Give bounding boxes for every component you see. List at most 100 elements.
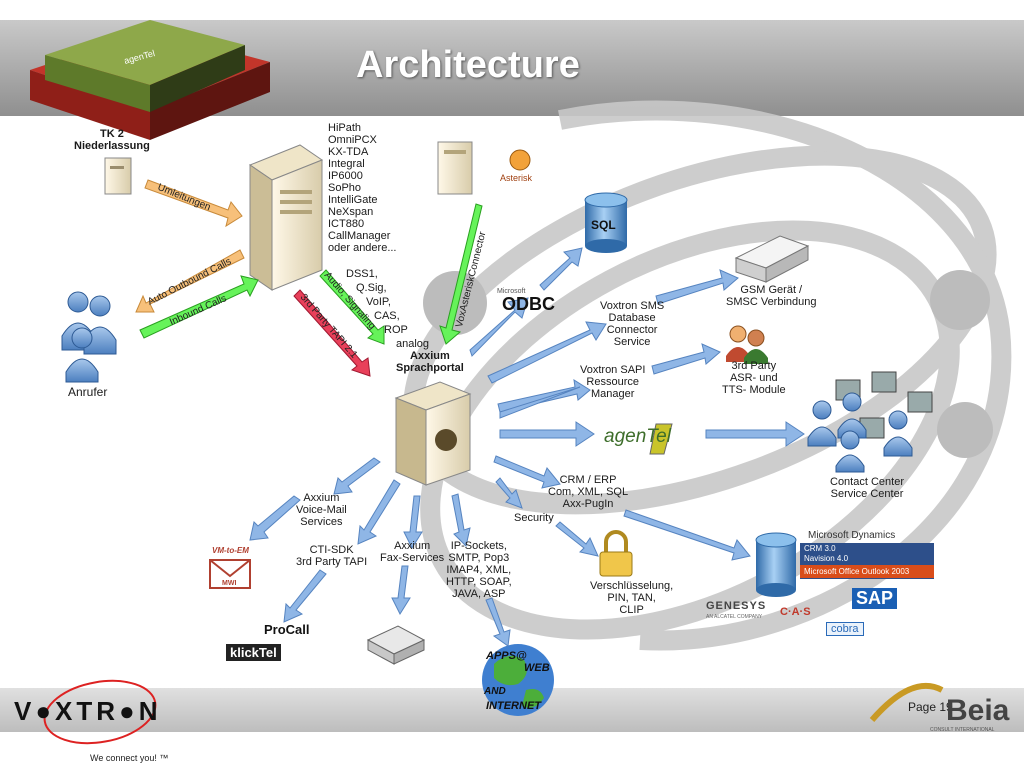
encryption-label-line: PIN, TAN, bbox=[607, 592, 656, 604]
beia-subtitle: CONSULT INTERNATIONAL bbox=[930, 727, 995, 733]
pbx-item: KX-TDA bbox=[328, 146, 369, 158]
pbx-item: CallManager bbox=[328, 230, 391, 242]
protocol-item: DSS1, bbox=[346, 268, 378, 280]
fax-label-line: Fax-Services bbox=[380, 552, 445, 564]
caller-label: Anrufer bbox=[68, 385, 108, 399]
odbc-logo: ODBC bbox=[502, 294, 555, 314]
sql-database-icon bbox=[584, 192, 628, 253]
audio-signaling-arrow bbox=[319, 269, 385, 345]
pbx-server-tower bbox=[248, 144, 324, 291]
asr-label-line: ASR- und bbox=[729, 372, 778, 384]
portal-label: Axxium Sprachportal bbox=[396, 350, 464, 374]
asr-label-line: 3rd Party bbox=[731, 360, 777, 372]
genesys-logo-text: GENESYS bbox=[706, 600, 767, 612]
encryption-label-line: CLIP bbox=[619, 604, 644, 616]
cas-logo-text: C·A·S bbox=[780, 606, 811, 618]
protocol-item: ROP bbox=[384, 324, 408, 336]
klicktel-logo: klickTel bbox=[226, 644, 281, 661]
pbx-item: oder andere... bbox=[328, 242, 397, 254]
apps-web-text: INTERNET bbox=[486, 700, 541, 712]
sms-label-line: Database bbox=[608, 312, 656, 324]
central-voxtron-server bbox=[394, 381, 472, 486]
sms-label-line: Voxtron SMS bbox=[600, 300, 665, 312]
ip-label-line: IP-Sockets, bbox=[450, 540, 507, 552]
sap-logo: SAP bbox=[852, 588, 898, 609]
cobra-logo: cobra bbox=[826, 622, 864, 636]
inbound-calls-arrow bbox=[139, 275, 259, 339]
tk2-label-line: TK 2 bbox=[99, 128, 124, 140]
page-number: Page 19 bbox=[908, 700, 953, 714]
asterisk-connector-arrow bbox=[439, 203, 483, 345]
gsm-label: GSM Gerät / SMSC Verbindung bbox=[726, 284, 817, 308]
asr-people-icon bbox=[726, 325, 768, 364]
agentel-logo-text: agenTel bbox=[604, 426, 671, 447]
crm-label-line: Com, XML, SQL bbox=[548, 486, 629, 498]
ip-label-line: IMAP4, XML, bbox=[446, 564, 512, 576]
tk2-server-icon bbox=[104, 157, 132, 195]
mwi-label: MWI bbox=[222, 580, 237, 587]
crm-label: CRM / ERP Com, XML, SQL Axx-PugIn bbox=[548, 474, 628, 510]
caller-group-icon bbox=[61, 291, 117, 383]
vm-to-em-label: VM-to-EM bbox=[212, 546, 249, 555]
auto-outbound-arrow bbox=[135, 249, 245, 313]
fax-services-label: Axxium Fax-Services bbox=[380, 540, 444, 564]
contact-label-line: Service Center bbox=[830, 488, 904, 500]
genesys-subtitle: AN ALCATEL COMPANY bbox=[706, 614, 763, 620]
crm-database-icon bbox=[755, 532, 797, 597]
sapi-label-line: Ressource bbox=[586, 376, 639, 388]
pbx-item: IP6000 bbox=[328, 170, 363, 182]
pbx-item: HiPath bbox=[328, 122, 362, 134]
ip-label-line: HTTP, SOAP, bbox=[446, 576, 512, 588]
sapi-label: Voxtron SAPI Ressource Manager bbox=[580, 364, 645, 400]
padlock-icon bbox=[599, 530, 633, 577]
tk2-label-line: Niederlassung bbox=[74, 140, 150, 152]
sms-label-line: Service bbox=[613, 336, 651, 348]
encryption-label-line: Verschlüsselung, bbox=[590, 580, 674, 592]
voxtron-logo-ring bbox=[43, 679, 157, 745]
sapi-label-line: Voxtron SAPI bbox=[580, 364, 646, 376]
voicemail-envelope-icon bbox=[209, 559, 251, 589]
voicemail-label-line: Axxium bbox=[303, 492, 340, 504]
gsm-label-line: GSM Gerät / bbox=[740, 284, 803, 296]
gsm-label-line: SMSC Verbindung bbox=[726, 296, 817, 308]
portal-label-line: Axxium bbox=[410, 350, 450, 362]
voicemail-label: Axxium Voice-Mail Services bbox=[296, 492, 347, 528]
ms-dynamics-item: CRM 3.0 bbox=[804, 544, 836, 553]
asterisk-logo-text: Asterisk bbox=[500, 173, 533, 183]
ms-dynamics-logo-text: Microsoft Dynamics bbox=[808, 530, 896, 541]
tapi-arrow bbox=[293, 289, 371, 377]
security-label: Security bbox=[514, 512, 554, 524]
voicemail-label-line: Services bbox=[300, 516, 343, 528]
protocol-item: VoIP, bbox=[366, 296, 391, 308]
ms-outlook-strip bbox=[800, 565, 934, 578]
ip-protocols-label: IP-Sockets, SMTP, Pop3 IMAP4, XML, HTTP,… bbox=[446, 540, 512, 600]
ms-dynamics-item: Microsoft Office Outlook 2003 bbox=[804, 567, 910, 576]
pbx-item: NeXspan bbox=[328, 206, 374, 218]
slide-title: Architecture bbox=[356, 44, 580, 86]
fax-machine-icon bbox=[366, 625, 426, 665]
cti-sdk-label: CTI-SDK 3rd Party TAPI bbox=[296, 544, 367, 568]
contact-center-icon bbox=[807, 371, 933, 473]
pbx-item: IntelliGate bbox=[328, 194, 378, 206]
globe-icon bbox=[482, 644, 554, 716]
umleitungen-arrow bbox=[144, 179, 243, 228]
contact-center-label: Contact Center Service Center bbox=[830, 476, 904, 500]
contact-label-line: Contact Center bbox=[830, 476, 904, 488]
protocol-item: CAS, bbox=[374, 310, 400, 322]
pbx-list: HiPath OmniPCX KX-TDA Integral IP6000 So… bbox=[328, 122, 397, 254]
asr-label: 3rd Party ASR- und TTS- Module bbox=[722, 360, 786, 396]
portal-label-line: Sprachportal bbox=[396, 362, 464, 374]
beia-logo-swoosh bbox=[869, 682, 944, 722]
encryption-label: Verschlüsselung, PIN, TAN, CLIP bbox=[590, 580, 673, 616]
agentel-logo-mark bbox=[649, 423, 673, 455]
tk2-book-stack: agenTel bbox=[30, 20, 270, 140]
voicemail-label-line: Voice-Mail bbox=[296, 504, 347, 516]
pbx-item: ICT880 bbox=[328, 218, 365, 230]
pbx-item: Integral bbox=[328, 158, 365, 170]
sms-label-line: Connector bbox=[606, 324, 658, 336]
voxtron-logo: V●XTR●N bbox=[14, 696, 162, 726]
asr-label-line: TTS- Module bbox=[722, 384, 786, 396]
cti-label-line: 3rd Party TAPI bbox=[296, 556, 368, 568]
beia-logo: Beia bbox=[946, 694, 1010, 727]
